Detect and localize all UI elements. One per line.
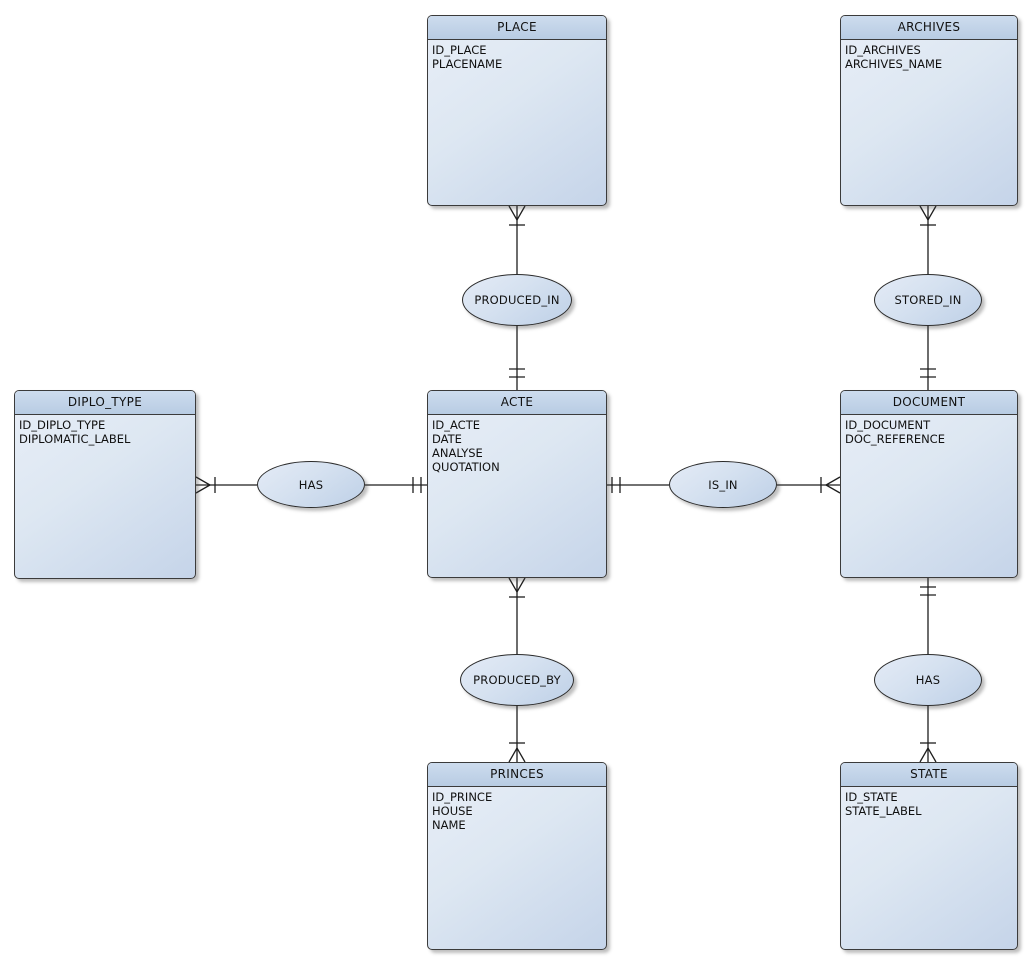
entity-state[interactable]: STATE ID_STATE STATE_LABEL (840, 762, 1018, 950)
entity-title: PRINCES (428, 763, 606, 787)
relationship-label: PRODUCED_IN (474, 293, 560, 307)
entity-title: DOCUMENT (841, 391, 1017, 415)
crow-foot-icon (195, 476, 212, 494)
relationship-label: PRODUCED_BY (473, 673, 561, 687)
attribute: NAME (432, 818, 466, 832)
attribute: ID_PLACE (432, 43, 487, 57)
connector-archives-stored-in-document[interactable] (919, 205, 937, 390)
attribute: ID_DOCUMENT (845, 418, 931, 432)
entity-place[interactable]: PLACE ID_PLACE PLACENAME (427, 15, 607, 206)
attribute: PLACENAME (432, 57, 503, 71)
attribute: ARCHIVES_NAME (845, 57, 943, 71)
attribute: QUOTATION (432, 460, 500, 474)
entity-title: ACTE (428, 391, 606, 415)
entity-attributes: ID_DIPLO_TYPE DIPLOMATIC_LABEL (15, 415, 195, 449)
relationship-produced-in[interactable]: PRODUCED_IN (462, 274, 572, 326)
crow-foot-icon (824, 476, 841, 494)
crow-foot-icon (919, 746, 937, 763)
relationship-produced-by[interactable]: PRODUCED_BY (460, 654, 574, 706)
entity-attributes: ID_ARCHIVES ARCHIVES_NAME (841, 40, 1017, 74)
entity-title: STATE (841, 763, 1017, 787)
double-bar-icon (611, 477, 621, 493)
connector-place-produced-in-acte[interactable] (508, 205, 526, 390)
entity-title: PLACE (428, 16, 606, 40)
attribute: HOUSE (432, 804, 473, 818)
attribute: DATE (432, 432, 462, 446)
relationship-label: IS_IN (708, 477, 738, 492)
connector-acte-is-in-document[interactable] (607, 476, 841, 494)
entity-title: DIPLO_TYPE (15, 391, 195, 415)
entity-title: ARCHIVES (841, 16, 1017, 40)
crow-foot-icon (919, 205, 937, 222)
attribute: STATE_LABEL (845, 804, 922, 818)
entity-attributes: ID_PRINCE HOUSE NAME (428, 787, 606, 835)
double-bar-icon (920, 368, 936, 378)
relationship-label: HAS (298, 477, 324, 492)
relationship-has-diplo-type[interactable]: HAS (257, 461, 365, 508)
entity-document[interactable]: DOCUMENT ID_DOCUMENT DOC_REFERENCE (840, 390, 1018, 578)
attribute: ID_DIPLO_TYPE (19, 418, 106, 432)
relationship-is-in[interactable]: IS_IN (669, 461, 777, 508)
attribute: DOC_REFERENCE (845, 432, 945, 446)
entity-archives[interactable]: ARCHIVES ID_ARCHIVES ARCHIVES_NAME (840, 15, 1018, 206)
attribute: ID_ACTE (432, 418, 480, 432)
attribute: ID_STATE (845, 790, 898, 804)
entity-attributes: ID_ACTE DATE ANALYSE QUOTATION (428, 415, 606, 477)
crow-foot-icon (508, 577, 526, 594)
attribute: ANALYSE (432, 446, 483, 460)
entity-acte[interactable]: ACTE ID_ACTE DATE ANALYSE QUOTATION (427, 390, 607, 578)
relationship-stored-in[interactable]: STORED_IN (874, 274, 982, 326)
entity-diplo-type[interactable]: DIPLO_TYPE ID_DIPLO_TYPE DIPLOMATIC_LABE… (14, 390, 196, 579)
connector-document-has-state[interactable] (919, 578, 937, 763)
attribute: DIPLOMATIC_LABEL (19, 432, 131, 446)
entity-attributes: ID_DOCUMENT DOC_REFERENCE (841, 415, 1017, 449)
double-bar-icon (509, 368, 525, 378)
double-bar-icon (412, 477, 422, 493)
connector-acte-produced-by-princes[interactable] (508, 577, 526, 763)
entity-princes[interactable]: PRINCES ID_PRINCE HOUSE NAME (427, 762, 607, 950)
relationship-has-state[interactable]: HAS (874, 654, 982, 706)
attribute: ID_PRINCE (432, 790, 493, 804)
attribute: ID_ARCHIVES (845, 43, 921, 57)
entity-attributes: ID_STATE STATE_LABEL (841, 787, 1017, 821)
double-bar-icon (920, 586, 936, 596)
crow-foot-icon (508, 205, 526, 222)
entity-attributes: ID_PLACE PLACENAME (428, 40, 606, 74)
relationship-label: HAS (915, 673, 941, 687)
relationship-label: STORED_IN (894, 293, 962, 307)
crow-foot-icon (508, 746, 526, 763)
connector-diplo-type-has-acte[interactable] (195, 476, 427, 494)
